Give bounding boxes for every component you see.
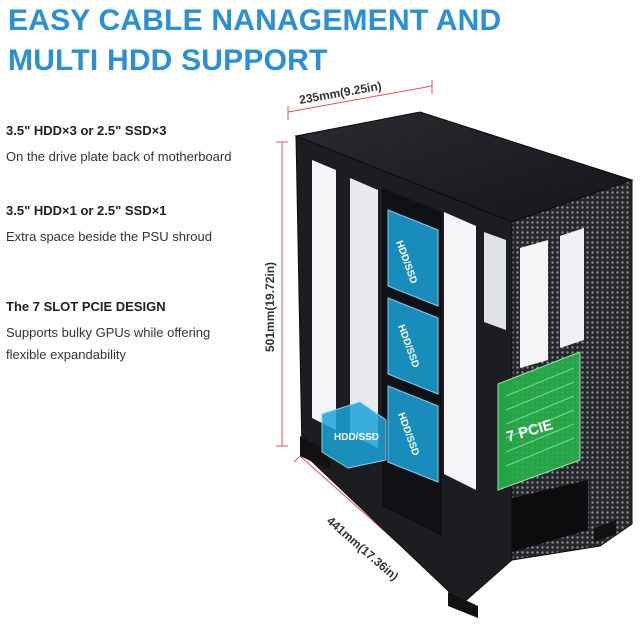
- drive-bay-3: HDD/SSD: [387, 385, 439, 483]
- feature-hdd-psu-shroud: 3.5" HDD×1 or 2.5" SSD×1 Extra space bes…: [6, 202, 276, 248]
- feature-pcie-slots: The 7 SLOT PCIE DESIGN Supports bulky GP…: [6, 298, 276, 366]
- height-label: 501mm(19.72in): [263, 262, 277, 352]
- feature-title: The 7 SLOT PCIE DESIGN: [6, 299, 166, 314]
- feature-title: 3.5" HDD×1 or 2.5" SSD×1: [6, 203, 167, 218]
- feature-description-line-1: Supports bulky GPUs while offering: [6, 325, 211, 340]
- feature-description-line-2: flexible expandability: [6, 347, 126, 362]
- feature-description: On the drive plate back of motherboard: [6, 149, 232, 164]
- headline-line-1: EASY CABLE NANAGEMENT AND: [8, 4, 502, 37]
- feature-title: 3.5" HDD×3 or 2.5" SSD×3: [6, 123, 167, 138]
- dimension-height: 501mm(19.72in): [263, 141, 288, 447]
- drive-bay-2: HDD/SSD: [387, 297, 439, 395]
- bay-label: HDD/SSD: [334, 432, 379, 443]
- headline-line-2: MULTI HDD SUPPORT: [8, 44, 328, 77]
- drive-bay-1: HDD/SSD: [387, 209, 439, 307]
- feature-description: Extra space beside the PSU shroud: [6, 229, 212, 244]
- drive-bay-psu-shroud: HDD/SSD: [321, 401, 387, 469]
- feature-hdd-back-plate: 3.5" HDD×3 or 2.5" SSD×3 On the drive pl…: [6, 122, 276, 168]
- pcie-slots: 7 PCIE: [497, 351, 581, 491]
